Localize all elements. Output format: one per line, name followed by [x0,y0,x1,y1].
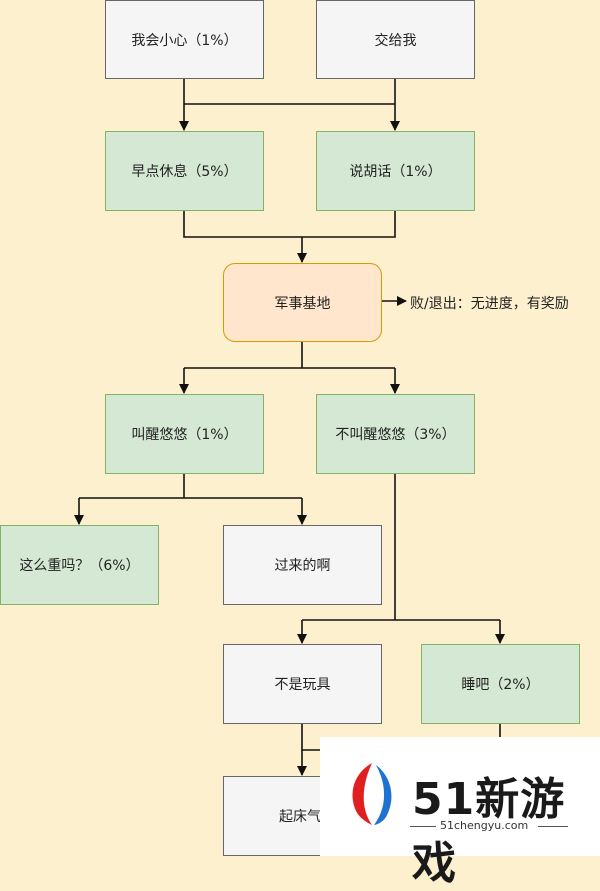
node-so-heavy: 这么重吗？（6%） [0,525,159,605]
outcome-label: 败/退出：无进度，有奖励 [410,296,569,312]
node-leave-to-me: 交给我 [316,0,475,79]
node-military-base: 军事基地 [223,263,382,342]
watermark: 51新游戏 51chengyu.com [320,737,600,889]
node-rest-early: 早点休息（5%） [105,131,264,211]
url-divider-left [410,826,436,827]
node-nonsense: 说胡话（1%） [316,131,475,211]
node-careful: 我会小心（1%） [105,0,264,79]
node-not-wake-you: 不叫醒悠悠（3%） [316,394,475,474]
brand-url: 51chengyu.com [440,819,529,832]
node-not-toy: 不是玩具 [223,644,382,724]
brand-logo-icon [352,763,392,825]
flow-edges [74,79,505,776]
node-go-sleep: 睡吧（2%） [421,644,580,724]
edge-rest-down [183,211,396,238]
node-wake-you: 叫醒悠悠（1%） [105,394,264,474]
node-come-over: 过来的啊 [223,525,382,605]
url-divider-right [538,826,568,827]
